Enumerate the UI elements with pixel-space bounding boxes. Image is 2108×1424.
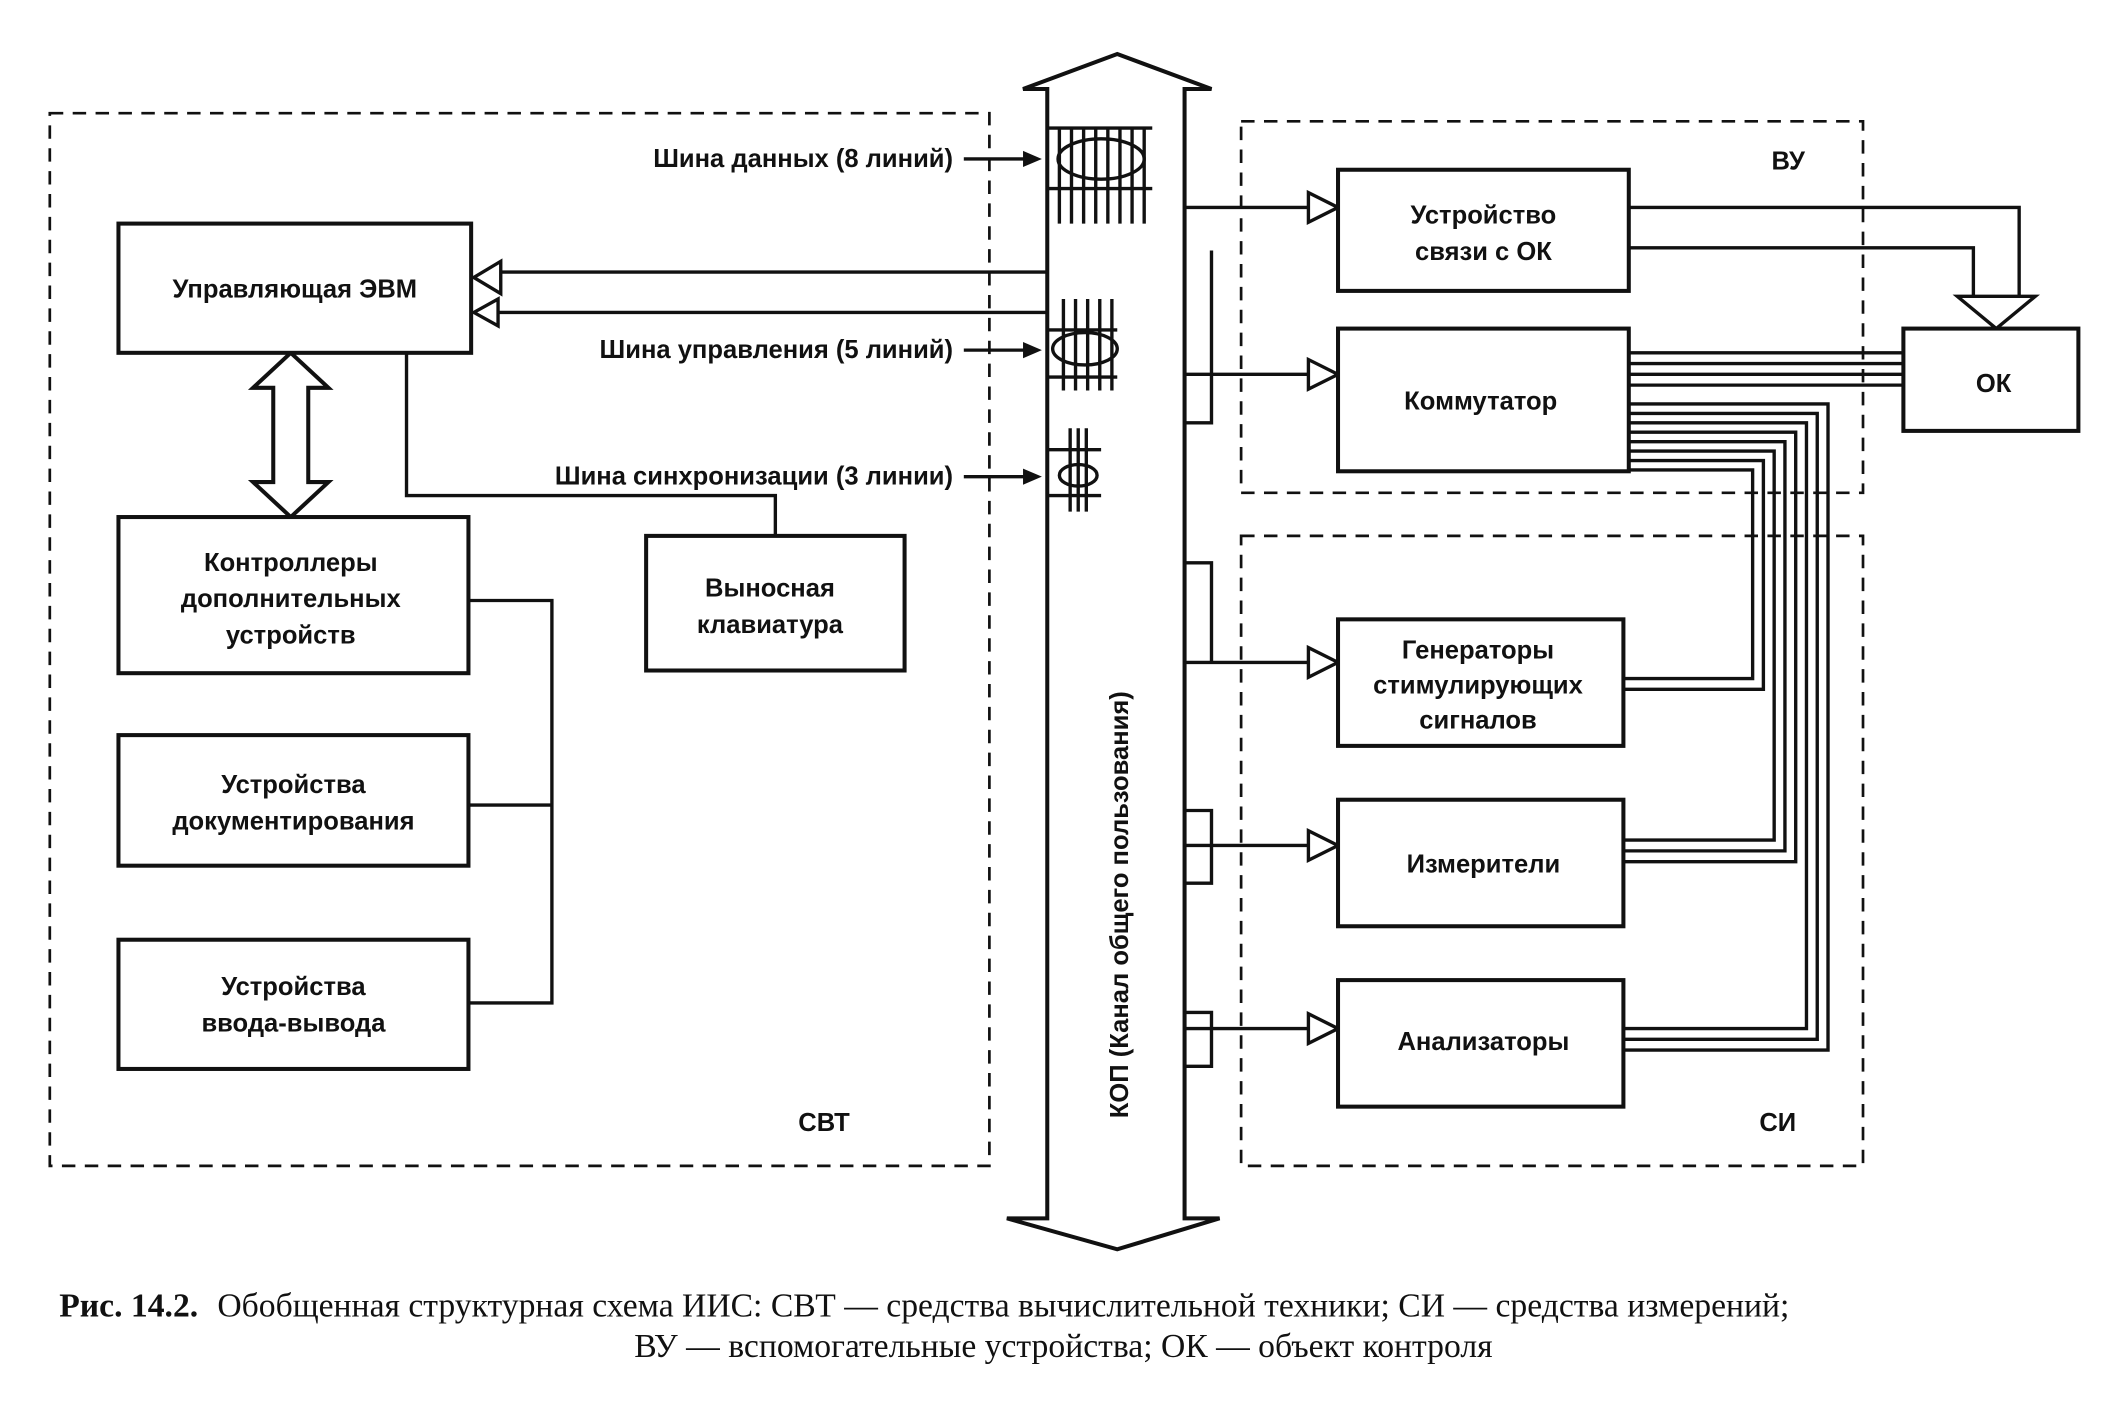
data-bus-arrowhead — [1023, 150, 1042, 168]
control-bus-arrowhead — [1023, 342, 1042, 359]
documenting-block: Устройства документирования — [116, 733, 471, 868]
data-bus-label: Шина данных (8 линий) — [653, 145, 953, 173]
svg-text:Устройства: Устройства — [221, 973, 366, 1001]
controllers-block: Контроллеры дополнительных устройств — [116, 515, 471, 676]
svg-text:документирования: документирования — [172, 807, 414, 835]
bus-to-commutator-arrows — [1184, 250, 1342, 425]
figure-caption-line-2: ВУ — вспомогательные устройства; ОК — об… — [634, 1328, 1492, 1365]
bus-to-analyzers-arrows — [1184, 1010, 1342, 1068]
svg-text:ввода-вывода: ввода-вывода — [201, 1009, 386, 1037]
data-bus-lines — [1047, 126, 1153, 224]
ok-link-to-ok-arrow — [1628, 205, 2040, 331]
control-bus-lines — [1047, 298, 1119, 391]
figure-caption-text-1: Обобщенная структурная схема ИИС: СВТ — … — [217, 1288, 1789, 1325]
ok-link-block: Устройство связи с ОК — [1336, 167, 1631, 293]
svg-text:Генераторы: Генераторы — [1402, 636, 1554, 664]
analyzers-block: Анализаторы — [1336, 978, 1626, 1109]
svt-group-label: СВТ — [798, 1109, 850, 1137]
svt-group-frame — [48, 111, 991, 1168]
svg-text:Управляющая ЭВМ: Управляющая ЭВМ — [172, 276, 417, 304]
sync-bus-arrowhead — [1023, 468, 1042, 485]
svg-text:Измерители: Измерители — [1407, 850, 1561, 878]
si-group-frame — [1239, 534, 1865, 1168]
bus-to-ok-link-arrow — [1184, 189, 1342, 225]
svg-text:связи с ОК: связи с ОК — [1415, 238, 1552, 266]
kop-channel-label: КОП (Канал общего пользования) — [1106, 691, 1134, 1118]
svg-text:ОК: ОК — [1976, 370, 2012, 398]
kop-channel-arrow — [1006, 51, 1221, 1252]
svg-text:дополнительных: дополнительных — [181, 585, 402, 613]
si-group-label: СИ — [1759, 1109, 1796, 1137]
commutator-to-ok-lines — [1628, 351, 1904, 387]
vu-group-frame — [1239, 119, 1865, 495]
svg-text:клавиатура: клавиатура — [697, 611, 844, 639]
sync-bus-label: Шина синхронизации (3 линии) — [555, 463, 953, 491]
bus-to-meters-arrows — [1184, 808, 1342, 885]
generators-block: Генераторы стимулирующих сигналов — [1336, 617, 1626, 748]
svg-text:устройств: устройств — [226, 622, 356, 650]
ok-block: ОК — [1901, 326, 2081, 433]
peripherals-bracket — [468, 598, 554, 1005]
figure-caption-line-1: Рис. 14.2. Обобщенная структурная схема … — [59, 1288, 1789, 1325]
svg-text:Выносная: Выносная — [705, 574, 835, 602]
sync-bus-lines — [1047, 428, 1102, 512]
meters-block: Измерители — [1336, 797, 1626, 929]
vu-group-label: ВУ — [1771, 148, 1805, 176]
bus-to-generators-arrow — [1184, 561, 1342, 680]
io-block: Устройства ввода-вывода — [116, 937, 471, 1071]
bus-to-computer-arrow-lower — [470, 296, 1048, 329]
figure-number: Рис. 14.2. — [59, 1288, 198, 1325]
svg-text:Устройства: Устройства — [221, 771, 366, 799]
svg-text:Контроллеры: Контроллеры — [204, 549, 378, 577]
svg-text:Анализаторы: Анализаторы — [1397, 1028, 1569, 1056]
remote-keyboard-block: Выносная клавиатура — [644, 533, 907, 673]
computer-keyboard-link — [404, 352, 778, 536]
computer-block: Управляющая ЭВМ — [116, 221, 474, 355]
computer-controllers-double-arrow — [247, 350, 334, 520]
commutator-to-si-lines — [1623, 402, 1830, 1052]
svg-text:сигналов: сигналов — [1419, 706, 1536, 734]
svg-text:Устройство: Устройство — [1411, 202, 1557, 230]
svg-text:стимулирующих: стимулирующих — [1373, 671, 1583, 699]
control-bus-label: Шина управления (5 линий) — [600, 336, 953, 364]
bus-to-computer-arrow-upper — [470, 258, 1048, 297]
commutator-block: Коммутатор — [1336, 326, 1631, 474]
svg-text:Коммутатор: Коммутатор — [1404, 387, 1557, 415]
